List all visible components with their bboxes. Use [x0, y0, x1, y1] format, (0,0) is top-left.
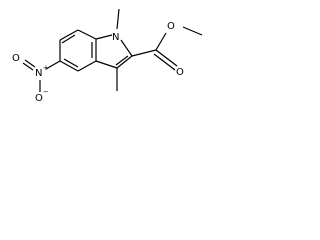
bond-nitro-n-o-double-b: [22, 62, 34, 71]
bond-c7a-c7: [77, 29, 97, 40]
bond-n1-c2: [120, 39, 133, 57]
bond-n1-methyl: [116, 8, 120, 30]
nitro-nitrogen-charge: +: [43, 64, 49, 72]
bond-carbonyl-double-b: [153, 53, 176, 71]
bond-c4-c3a: [77, 60, 97, 72]
bond-c2-carbonyl-carbon: [131, 49, 157, 57]
ring-nitrogen-label: N: [112, 32, 119, 43]
nitro-nitrogen-label: N: [35, 68, 42, 79]
structure-canvas: N O O N + O O −: [0, 0, 234, 127]
bond-nitro-n-o-double-a: [24, 59, 36, 68]
ester-oxygen-label: O: [167, 21, 175, 32]
bond-c7-c6: [59, 29, 79, 41]
bond-carbon-ester-oxygen: [155, 32, 167, 51]
bond-c2-c3: [116, 55, 133, 69]
bond-c5-c4-inner: [63, 58, 79, 68]
bond-carbonyl-double-a: [155, 49, 178, 67]
chemical-structure: N O O N + O O −: [12, 8, 203, 104]
bond-c2-c3-inner: [115, 55, 129, 66]
nitro-oxygen-charge: −: [43, 88, 49, 96]
bond-c5-c4: [59, 60, 79, 72]
bond-c7a-n1: [95, 34, 113, 40]
carbonyl-oxygen-label: O: [176, 67, 184, 78]
bond-c5-nitro-nitrogen: [45, 60, 61, 70]
bond-c3-c3a: [95, 60, 118, 69]
bond-ester-oxygen-methyl: [182, 26, 203, 36]
nitro-oxygen-single-label: O: [35, 93, 43, 104]
bond-c6-c6-inner: [61, 34, 76, 44]
nitro-oxygen-double-label: O: [12, 53, 20, 64]
